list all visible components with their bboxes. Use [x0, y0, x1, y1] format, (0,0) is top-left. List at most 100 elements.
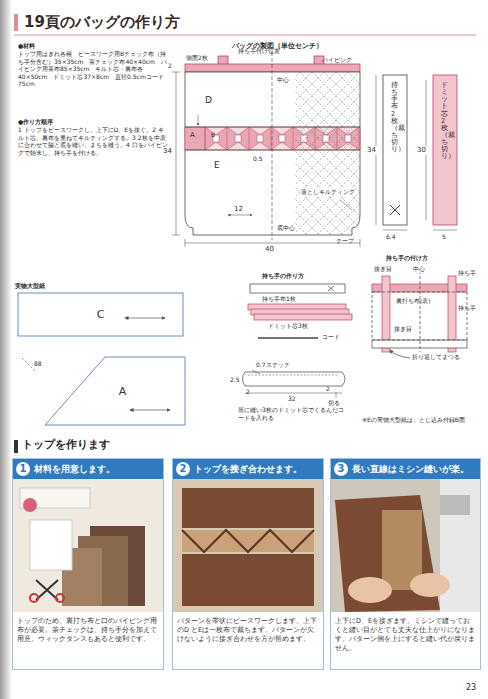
- step-caption: 上下にD、Eを接ぎます。ミシンで縫っておくと縫い目がとても丈夫な仕上がりになりま…: [335, 617, 476, 653]
- handle-making-part: [328, 286, 334, 291]
- handle-making-part: [252, 370, 260, 374]
- handle-attaching-part: [420, 266, 421, 352]
- photo-1-part: [30, 520, 72, 570]
- handle-strips-part: [433, 75, 457, 225]
- label: テープ: [336, 237, 354, 245]
- label: 6.4: [386, 233, 396, 241]
- bag-pattern-part: [185, 127, 360, 128]
- step-caption: トップのため、裏打ち布と口のパイピング用布が必要。茶チェックは、持ち手分を加えて…: [17, 617, 159, 644]
- photo-2-part: [182, 530, 314, 552]
- label: 持ち手の付け方: [386, 254, 428, 262]
- label: 持ち手付け位置: [238, 47, 280, 55]
- label: 実物大型紙: [15, 282, 45, 290]
- title-rule: [14, 14, 476, 35]
- photo-1-part: [36, 580, 58, 600]
- step-panel: 3長い直線はミシン縫いが楽。上下にD、Eを接ぎます。ミシンで縫っておくと縫い目が…: [330, 458, 481, 670]
- handle-strips-part: [433, 230, 457, 231]
- label: E: [214, 160, 220, 171]
- bag-pattern-part: [198, 115, 199, 125]
- gutter-part: [0, 0, 12, 699]
- photo-1: [13, 479, 163, 612]
- template-piece: A: [60, 357, 185, 425]
- handle-attaching: [372, 266, 467, 358]
- label: ※Eの実物大型紙は、とじ込み付録B面: [362, 416, 482, 424]
- bag-pattern-part: [185, 127, 205, 150]
- label: パイピング: [322, 56, 352, 64]
- template-pieces: [18, 293, 185, 425]
- handle-making-part: [250, 284, 345, 293]
- label: 34: [366, 146, 377, 155]
- label: 接ぎ目: [394, 326, 412, 333]
- label: 0.5: [252, 155, 264, 163]
- bag-pattern-part: [360, 239, 361, 247]
- gutter: [0, 0, 12, 699]
- label: 持ち手: [458, 305, 476, 312]
- step-title: トップを接ぎ合わせます。: [194, 463, 302, 476]
- label: 側面2枚: [186, 54, 208, 62]
- label: 23: [466, 683, 476, 693]
- bag-pattern: [172, 52, 360, 247]
- label: 34: [162, 147, 173, 156]
- step-number: 1: [16, 462, 30, 476]
- bag-pattern-part: [172, 235, 180, 236]
- photo-3-part: [348, 577, 392, 603]
- label: 1 トップをピースワークし、上下にD、Eを接ぐ。2 キルト芯、裏布を重ねてキルテ…: [18, 126, 168, 156]
- photo-3-part: [331, 479, 480, 612]
- bag-pattern-part: [176, 72, 177, 235]
- bag-pattern-part: [185, 243, 360, 244]
- bag-pattern-part: [185, 150, 360, 151]
- label: B: [211, 131, 215, 139]
- handle-strips-part: [390, 205, 400, 215]
- handle-making: [243, 284, 353, 398]
- template-pieces-part: [18, 293, 183, 336]
- label: 2: [246, 388, 250, 396]
- label: ドミット芯2枚（裁ち切り）: [441, 82, 448, 161]
- template-pieces-part: [45, 357, 185, 425]
- photo-2-part: [182, 554, 314, 606]
- photo-2-part: [182, 488, 314, 528]
- handle-attaching-part: [390, 350, 410, 358]
- label: 接ぎ目: [374, 266, 392, 273]
- title-rule-part: [14, 35, 476, 36]
- label: 裏打ち布(表): [396, 298, 430, 305]
- label: トップを作ります: [22, 438, 110, 452]
- bag-pattern-part: [340, 200, 352, 210]
- template-pieces-part: [130, 410, 170, 411]
- label: 中心: [412, 266, 426, 273]
- step-title: 材料を用意します。: [34, 463, 115, 476]
- label: 12: [234, 205, 243, 214]
- label: 底中心: [276, 224, 296, 232]
- bag-pattern-part: [272, 52, 273, 240]
- section-bar-part: [14, 440, 18, 453]
- label: トップ用はぎれ各種 ピースワーク用Bチェック布（持ち手分含む）35×35cm 茶…: [18, 50, 168, 88]
- label: 2: [168, 62, 172, 70]
- photo-1-part: [56, 594, 64, 602]
- handle-making-part: [248, 375, 338, 376]
- label: コード: [322, 333, 340, 341]
- label: 落としキルティング: [300, 188, 356, 196]
- handle-making-part: [245, 393, 342, 394]
- bag-pattern-part: [185, 239, 186, 247]
- photo-3-part: [440, 495, 470, 515]
- label: 中心: [276, 76, 290, 84]
- step-panel: 2トップを接ぎ合わせます。パターンを帯状にピースワークします。上下のD とEは一…: [172, 458, 324, 670]
- photo-3-part: [410, 573, 450, 597]
- photo-1-part: [30, 594, 38, 602]
- label: 切る: [328, 399, 340, 407]
- label: ドミット芯3枚: [268, 322, 308, 330]
- label: 30: [416, 146, 427, 155]
- label: 32: [288, 395, 296, 403]
- page-title: 19頁のバッグの作り方: [24, 13, 180, 32]
- handle-making-part: [243, 372, 346, 386]
- section-bar: [14, 440, 18, 453]
- label: 持ち手布2枚（裁ち切り）: [391, 82, 398, 153]
- photo-1-part: [23, 498, 37, 512]
- piece-letter: A: [119, 385, 127, 398]
- label: 持ち手の作り方: [262, 272, 304, 280]
- handle-making-part: [336, 392, 337, 398]
- handle-making-part: [254, 314, 352, 320]
- label: 2.5: [230, 376, 240, 384]
- step-panel: 1 材料を用意します。トップのため、裏打ち布と口のパイピング用布が必要。茶チェック…: [12, 458, 164, 670]
- label: 0.7ステッチ: [256, 361, 290, 369]
- label: 持ち手布1枚: [262, 295, 296, 303]
